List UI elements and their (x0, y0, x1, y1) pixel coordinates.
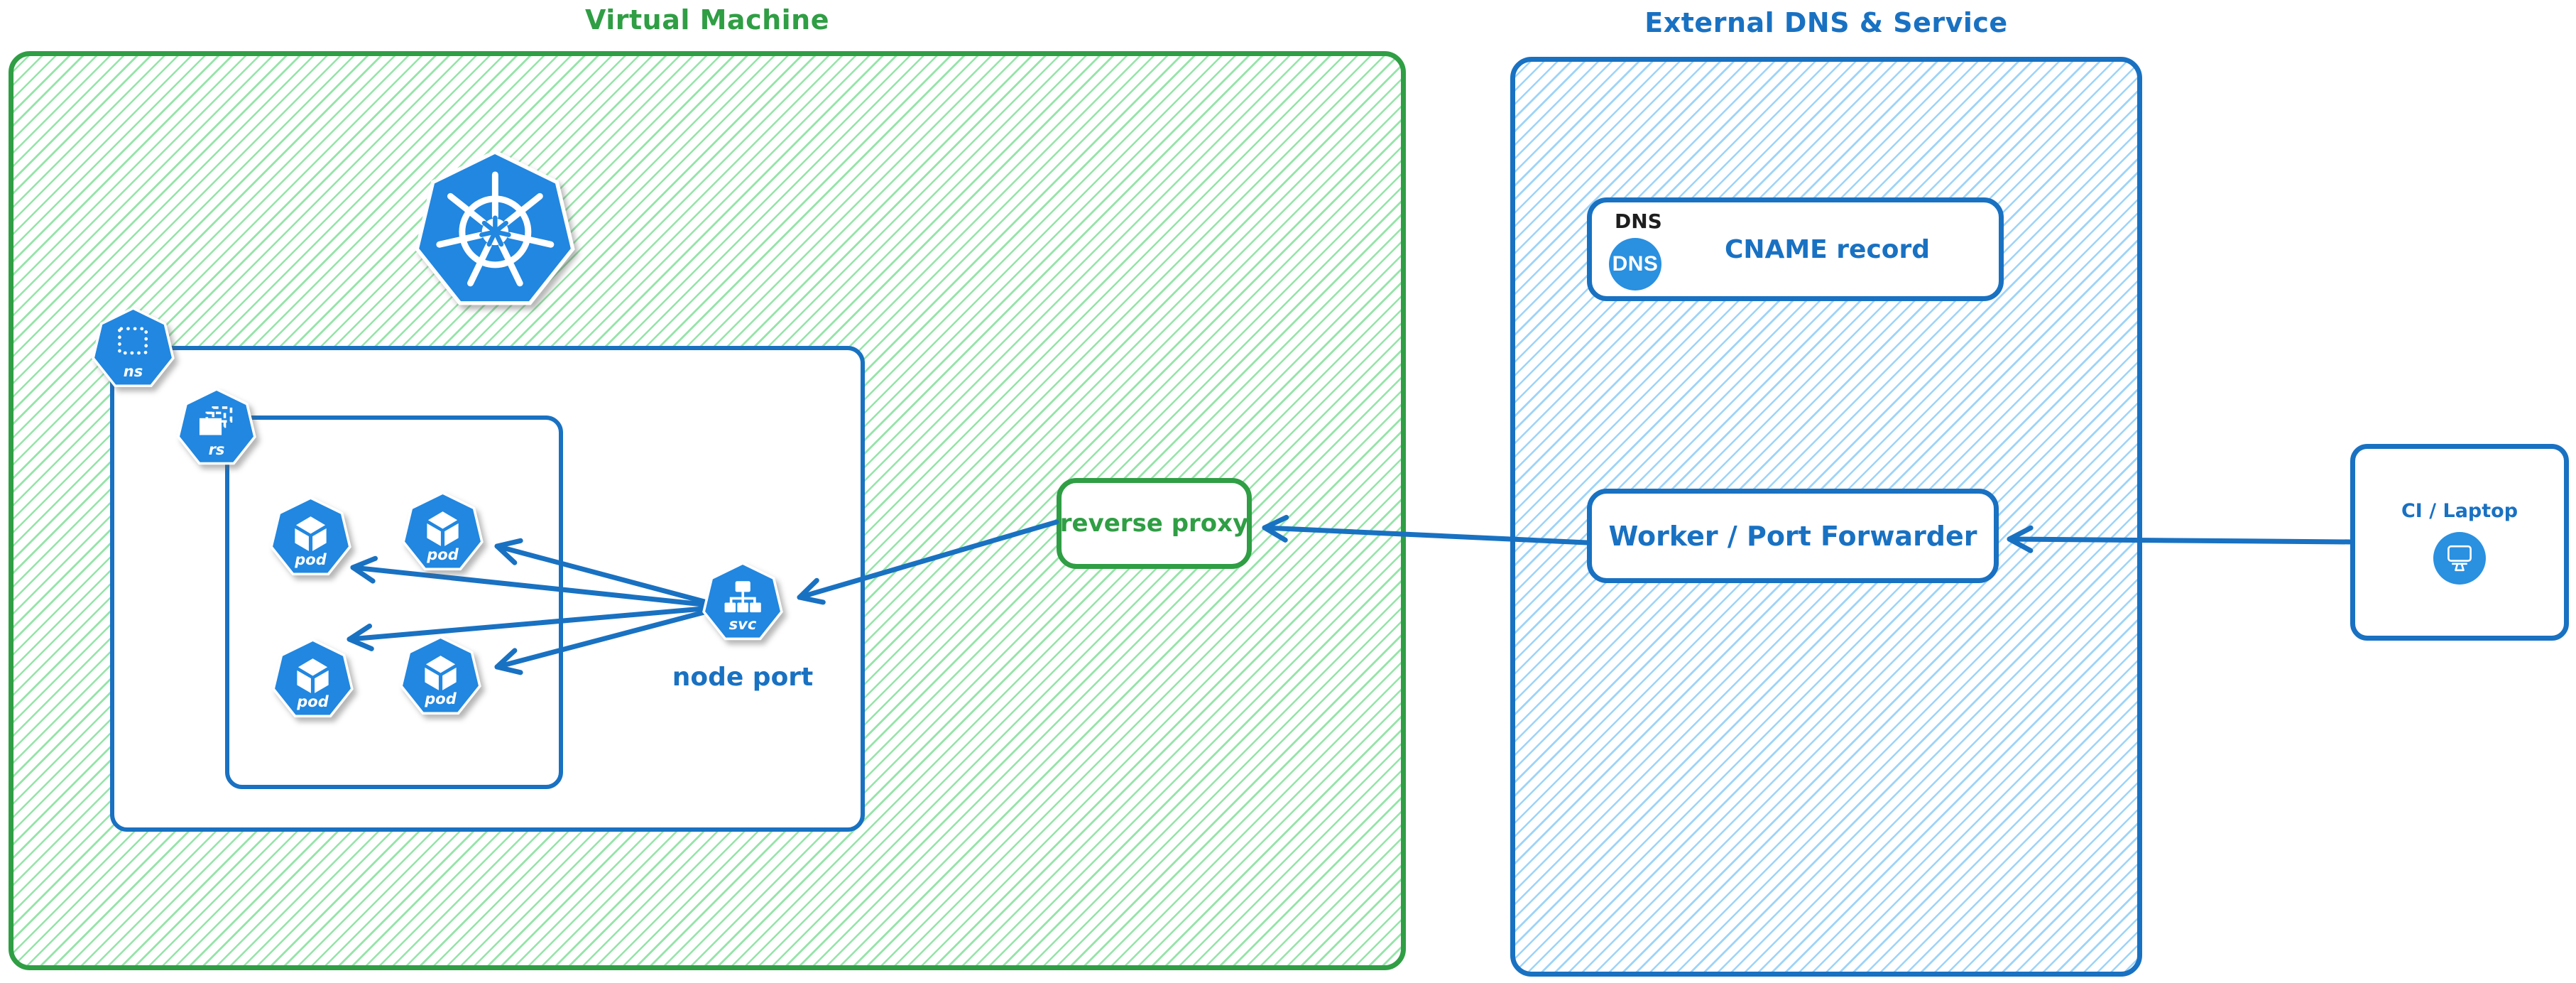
dns-tag: DNS (1615, 210, 1662, 233)
external-region-title: External DNS & Service (1644, 7, 2008, 38)
replicaset-icon: rs (176, 388, 257, 469)
pod-cube-glyph (425, 656, 457, 691)
replicaset-icon-label: rs (208, 440, 225, 458)
ci-laptop-circle (2433, 532, 2486, 585)
namespace-glyph (118, 327, 148, 355)
reverse-proxy-box: reverse proxy (1057, 478, 1252, 569)
ci-laptop-label: CI / Laptop (2401, 500, 2518, 522)
cname-record-label: CNAME record (1724, 234, 1931, 264)
reverse-proxy-label: reverse proxy (1059, 509, 1249, 538)
pod-icon: pod (269, 496, 352, 580)
pod-icon-label: pod (425, 690, 457, 708)
pod-icon-label: pod (295, 551, 327, 569)
namespace-icon: ns (91, 307, 175, 391)
replicaset-box (225, 416, 563, 789)
service-tree-glyph (724, 581, 761, 613)
replicaset-glyph (200, 406, 233, 435)
dns-badge-text: DNS (1612, 252, 1659, 276)
service-icon: svc (702, 562, 784, 644)
pod-cube-glyph (295, 516, 327, 552)
dns-badge: DNS (1609, 238, 1661, 290)
pod-cube-glyph (427, 511, 459, 547)
dns-box: DNS DNS CNAME record (1587, 197, 2004, 301)
namespace-icon-label: ns (123, 362, 143, 380)
worker-box: Worker / Port Forwarder (1587, 489, 1999, 583)
pod-icon-label: pod (427, 546, 459, 564)
pod-cube-glyph (297, 658, 329, 694)
service-icon-label: svc (728, 616, 757, 634)
pod-icon: pod (271, 639, 354, 722)
kubernetes-wheel-glyph (436, 171, 554, 286)
pod-icon-label: pod (297, 693, 329, 711)
ci-laptop-box: CI / Laptop (2350, 444, 2569, 641)
node-port-caption: node port (672, 663, 814, 692)
kubernetes-icon (413, 150, 577, 313)
pod-icon: pod (399, 636, 482, 719)
vm-region-title: Virtual Machine (584, 4, 829, 36)
pod-icon: pod (401, 492, 484, 575)
monitor-icon (2447, 545, 2472, 572)
worker-label: Worker / Port Forwarder (1608, 520, 1977, 552)
